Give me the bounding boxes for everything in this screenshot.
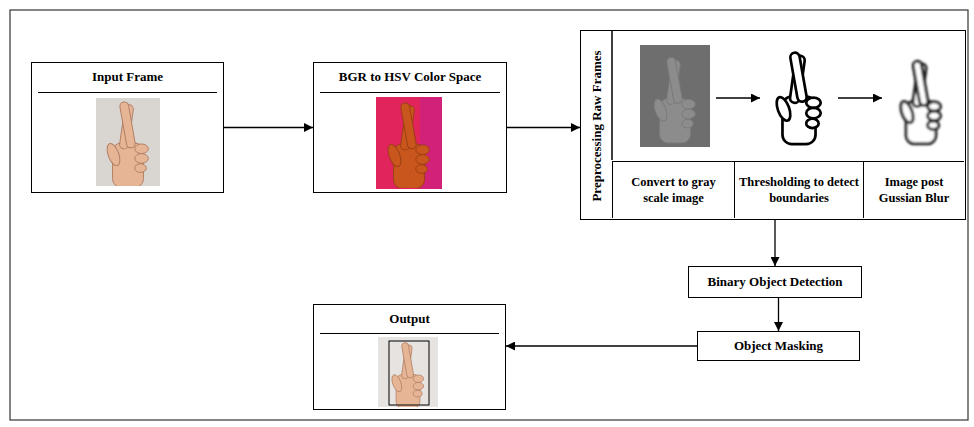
- process-box: Binary Object Detection: [688, 266, 862, 298]
- box-label: Thresholding to detect boundaries: [739, 174, 859, 207]
- image-box: Input Frame: [31, 62, 224, 193]
- gray-ground: [640, 45, 710, 147]
- box-heading: BGR to HSV Color Space: [320, 63, 500, 93]
- flow-arrow: [774, 220, 775, 266]
- flow-arrow: [506, 345, 697, 346]
- bounding-box: [389, 341, 429, 405]
- flow-arrow: [507, 127, 580, 128]
- flow-arrow: [778, 298, 779, 331]
- box-label: Image post Gussian Blur: [868, 174, 960, 207]
- hand-blur: [898, 61, 940, 144]
- outer-frame: [10, 10, 968, 420]
- hand-output: [390, 342, 424, 408]
- image-box: Output: [313, 304, 506, 410]
- box-label: Convert to gray scale image: [617, 174, 730, 207]
- box-label: Binary Object Detection: [707, 274, 842, 290]
- step-cell: Image post Gussian Blur: [863, 161, 964, 218]
- process-box: Object Masking: [697, 331, 860, 361]
- divider: [611, 30, 613, 160]
- vertical-heading: Preprocessing Raw Frames: [589, 50, 605, 201]
- group-box: Preprocessing Raw FramesConvert to gray …: [580, 30, 966, 220]
- box-heading: Input Frame: [38, 63, 217, 93]
- step-cell: Convert to gray scale image: [612, 161, 734, 218]
- image-box: BGR to HSV Color Space: [313, 62, 507, 193]
- hand-photo: [105, 101, 149, 187]
- hand-threshold: [774, 52, 821, 144]
- flow-arrow: [224, 127, 313, 128]
- hand-gray: [652, 57, 696, 143]
- step-cell: Thresholding to detect boundaries: [734, 161, 863, 218]
- step-arrow: [716, 97, 760, 98]
- step-arrow: [838, 97, 882, 98]
- hand-hsv: [386, 102, 430, 188]
- box-heading: Output: [320, 305, 499, 334]
- box-label: Object Masking: [734, 338, 823, 354]
- hsv-ground: [376, 97, 442, 189]
